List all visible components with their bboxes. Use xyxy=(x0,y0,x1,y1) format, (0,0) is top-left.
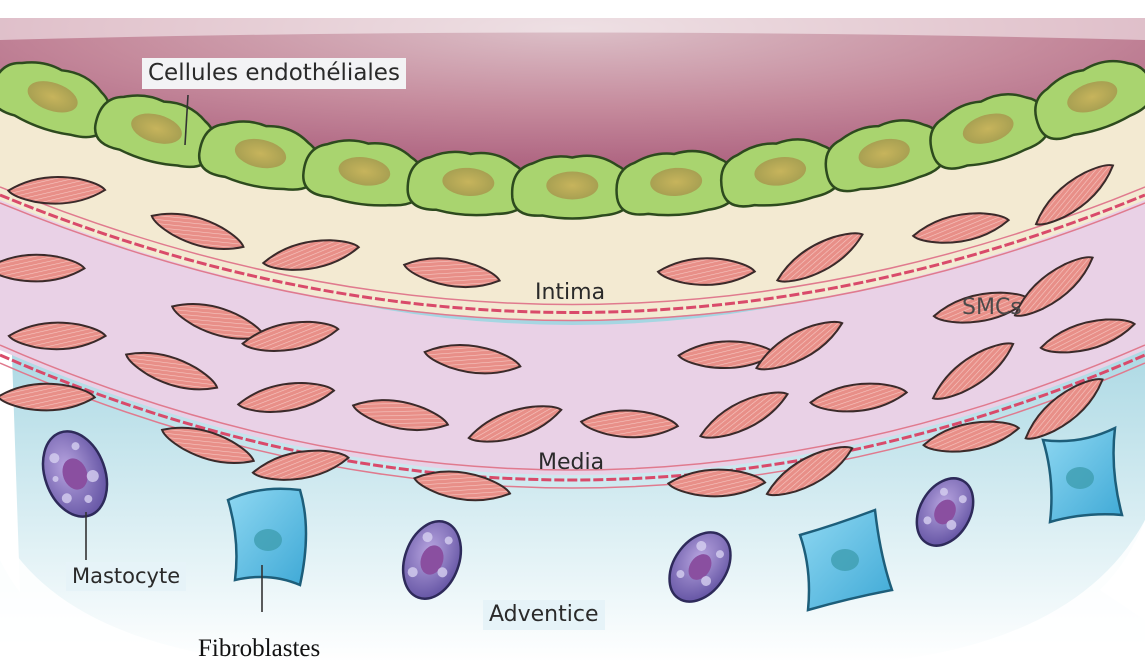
fibroblast xyxy=(228,489,306,585)
label-fibroblastes: Fibroblastes xyxy=(198,636,320,661)
fibroblast xyxy=(1043,428,1122,522)
label-mastocyte: Mastocyte xyxy=(66,562,186,591)
label-intima: Intima xyxy=(535,282,605,304)
endothelial-cell xyxy=(512,156,632,219)
label-media: Media xyxy=(538,452,604,474)
label-endothelial-cells: Cellules endothéliales xyxy=(142,58,406,89)
label-smcs: SMCs xyxy=(962,297,1022,319)
label-adventice: Adventice xyxy=(483,600,605,630)
